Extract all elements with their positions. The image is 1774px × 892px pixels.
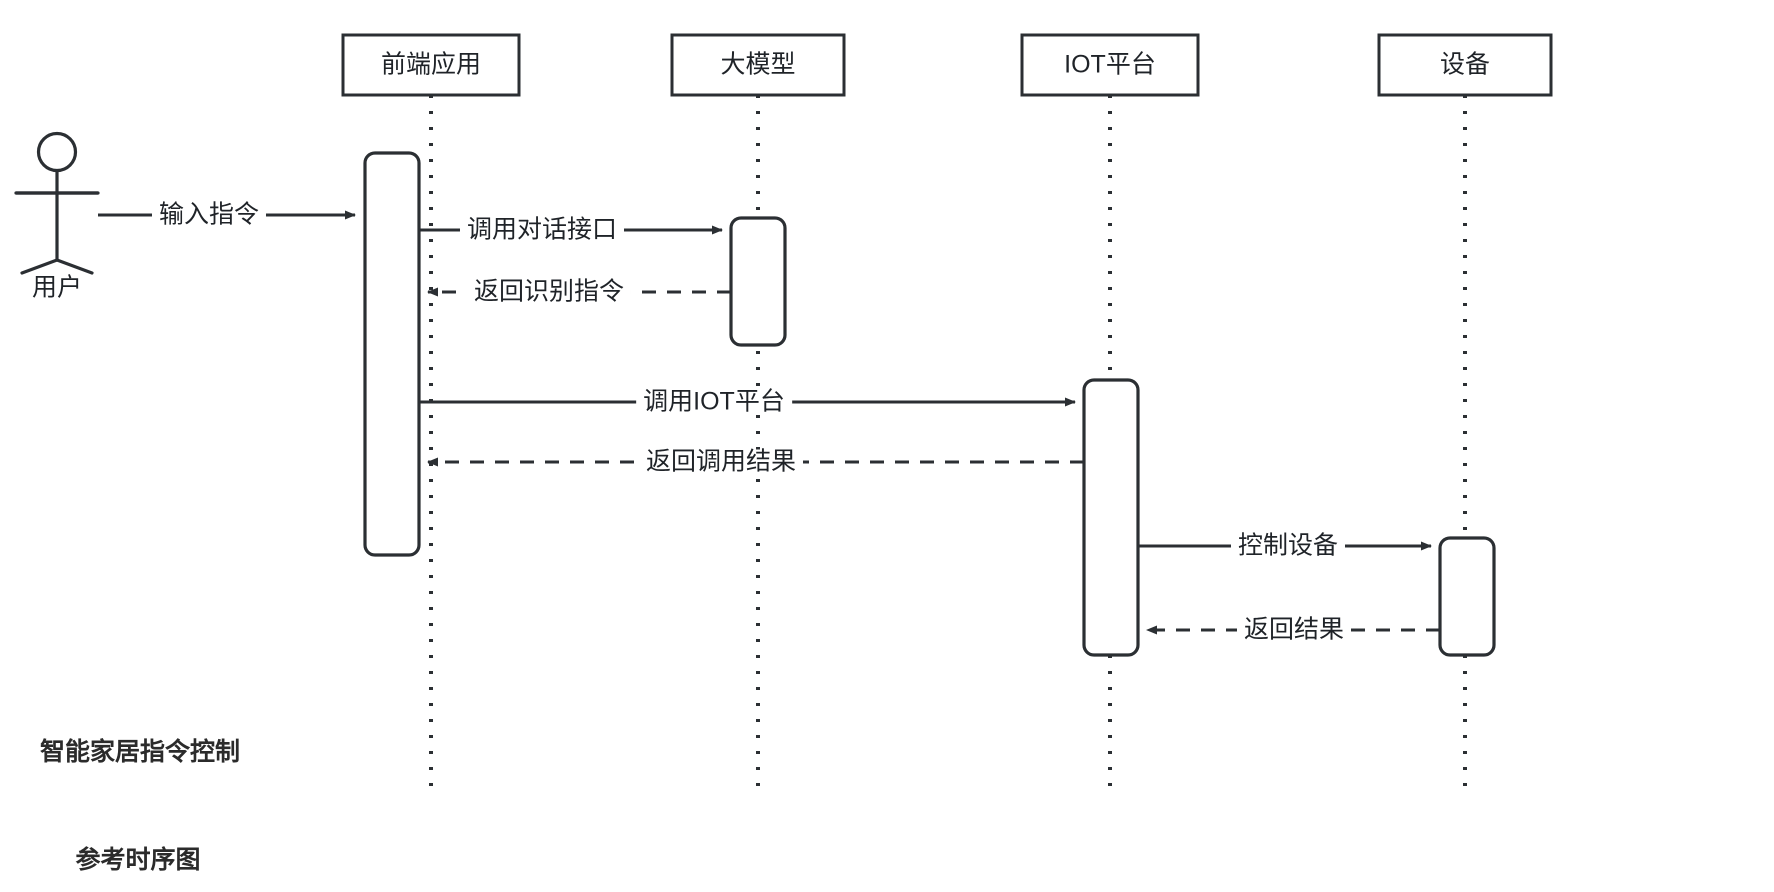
diagram-caption-line2: 参考时序图 [75, 846, 201, 875]
message-label-return-recognized-command: 返回识别指令 [466, 279, 632, 305]
participant-label-device: 设备 [1439, 50, 1491, 79]
message-label-control-device: 控制设备 [1230, 533, 1346, 559]
participant-box-llm[interactable] [670, 33, 846, 97]
message-label-return-result: 返回结果 [1236, 617, 1352, 643]
diagram-caption: 智能家居指令控制 参考时序图 [40, 661, 241, 892]
activation-iot [1082, 378, 1140, 657]
participant-box-frontend[interactable] [341, 33, 521, 97]
message-label-return-call-result: 返回调用结果 [638, 449, 804, 475]
participant-label-frontend: 前端应用 [380, 50, 482, 79]
message-label-input-command: 输入指令 [151, 202, 267, 228]
lifelines [429, 95, 1467, 790]
actor-user-figure [14, 131, 100, 275]
participant-label-iot: IOT平台 [1064, 50, 1156, 79]
actor-label-user: 用户 [31, 273, 83, 302]
message-label-call-dialog-api: 调用对话接口 [459, 217, 625, 243]
activation-frontend [363, 151, 421, 557]
activation-llm [729, 216, 787, 347]
activation-device [1438, 536, 1496, 657]
participant-label-llm: 大模型 [720, 50, 796, 79]
participant-box-iot[interactable] [1020, 33, 1200, 97]
diagram-caption-line1: 智能家居指令控制 [40, 737, 241, 766]
message-label-call-iot-platform: 调用IOT平台 [636, 389, 792, 415]
